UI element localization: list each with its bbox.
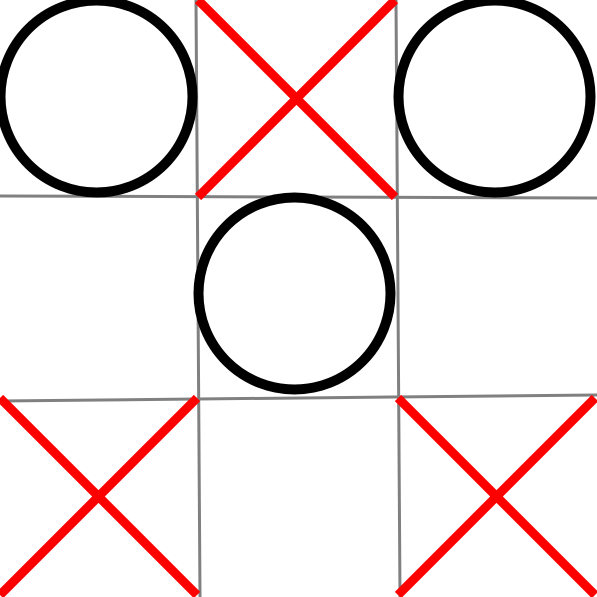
o-mark-icon xyxy=(0,0,198,198)
cell-r2-c3[interactable] xyxy=(398,197,595,394)
x-mark-icon xyxy=(194,0,399,201)
grid-line-horizontal-2 xyxy=(0,393,597,403)
o-mark-icon xyxy=(193,192,396,395)
x-stroke-2 xyxy=(0,394,201,597)
x-stroke-2 xyxy=(194,0,399,201)
x-mark-icon xyxy=(0,394,201,597)
cell-r2-c1[interactable] xyxy=(0,197,197,394)
x-mark-icon xyxy=(394,394,597,597)
o-mark-icon xyxy=(393,0,596,198)
x-stroke-2 xyxy=(394,394,597,597)
cell-r3-c2[interactable] xyxy=(198,398,395,595)
